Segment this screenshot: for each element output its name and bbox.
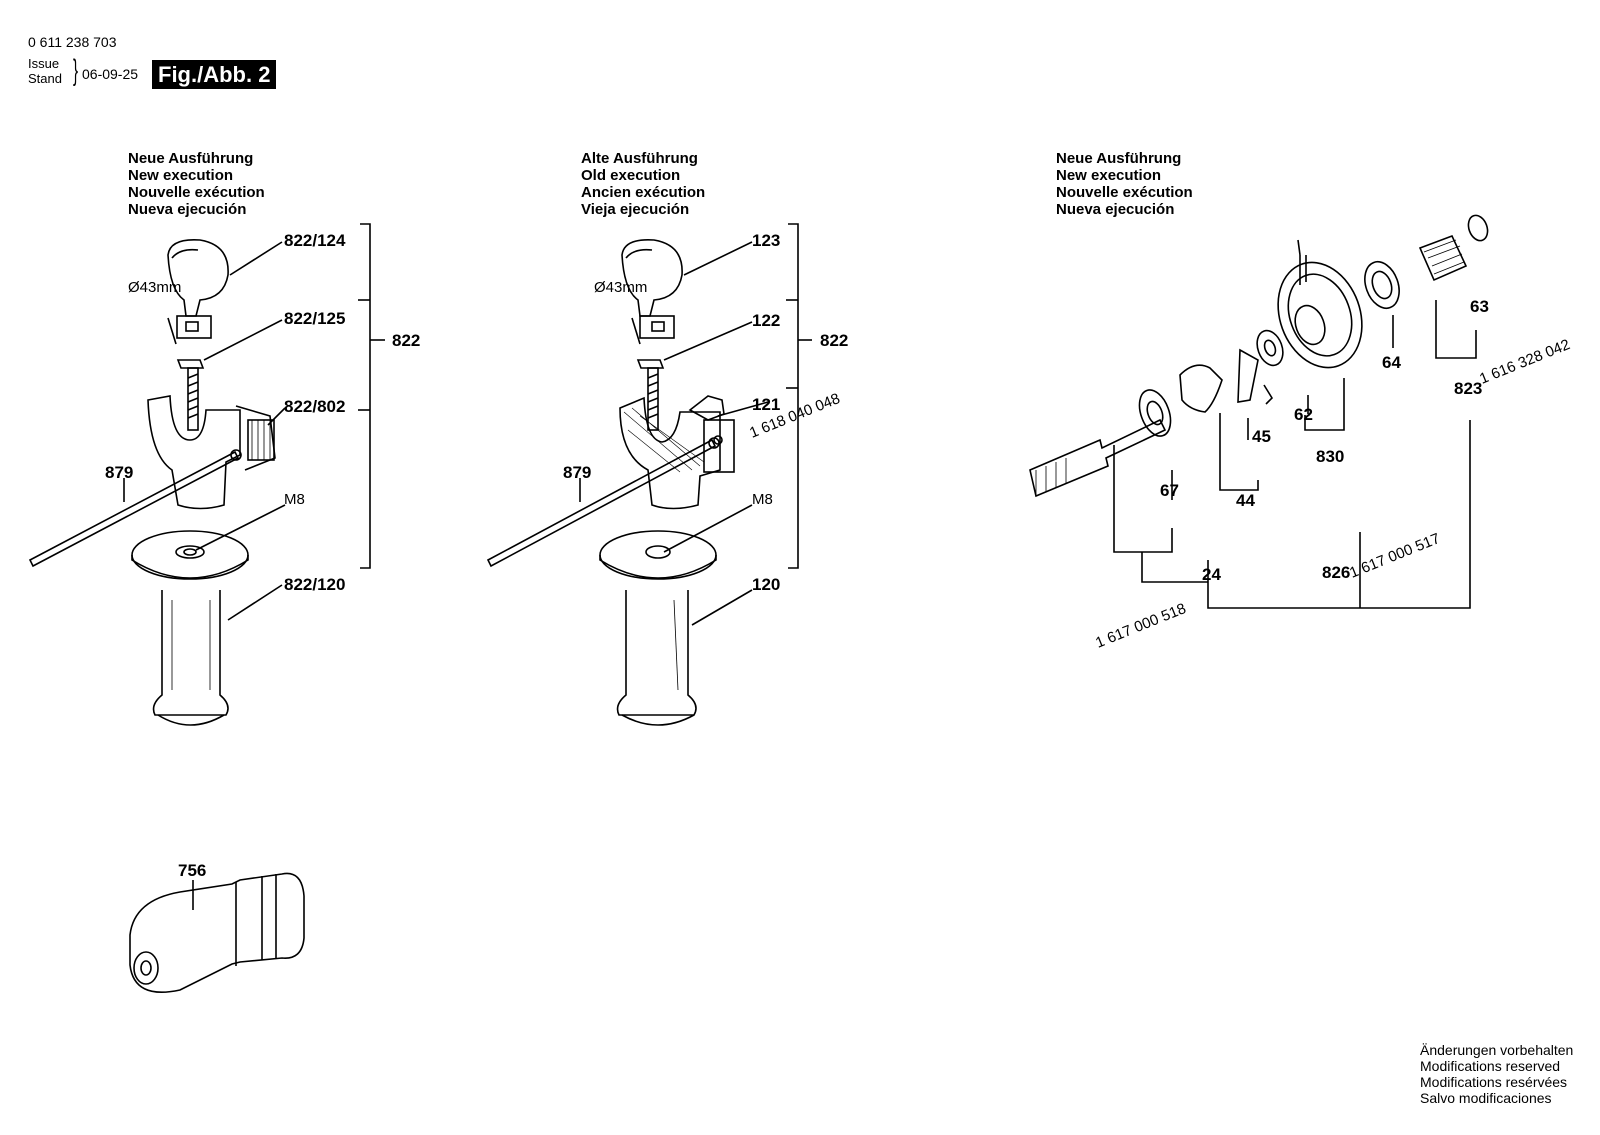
label-822-802: 822/802 [284,397,345,416]
label-823: 823 [1454,379,1482,398]
clamp-band-drawing-old [621,238,683,345]
section-middle-title: Alte Ausführung Old execution Ancien exé… [581,150,705,218]
label-44: 44 [1236,491,1255,510]
depth-rod-drawing-old [486,437,720,568]
brace-symbol: } [73,54,79,87]
label-64: 64 [1382,353,1401,372]
label-879: 879 [105,463,133,482]
label-121: 121 [752,395,780,414]
label-63: 63 [1470,297,1489,316]
section-left-title: Neue Ausführung New execution Nouvelle e… [128,150,265,218]
label-123: 123 [752,231,780,250]
exec-line: New execution [1056,167,1162,184]
right-leaders [1113,300,1477,609]
exec-line: Nueva ejecución [1056,201,1175,218]
side-handle-drawing [131,530,249,726]
label-826: 826 [1322,563,1350,582]
bolt-drawing-old [636,359,665,431]
footer-line: Modifications resérvées [1420,1074,1568,1090]
label-45: 45 [1252,427,1271,446]
bearing-830-drawing [1277,239,1363,369]
bolt-drawing [176,359,205,431]
label-m8-old: M8 [752,491,773,508]
gear-63-drawing [1418,214,1489,282]
chuck-756-drawing [129,872,305,994]
holder-body-drawing-old [619,395,735,510]
label-120: 120 [752,575,780,594]
exec-line: Nueva ejecución [128,201,247,218]
left-leaders [123,223,385,621]
part-number: 0 611 238 703 [28,34,117,50]
part-number-1617000517: 1 617 000 517 [1347,530,1442,582]
label-m8: M8 [284,491,305,508]
gear-shaft-drawing [1029,418,1167,498]
left-assembly [28,223,385,726]
label-756: 756 [178,861,206,880]
label-24: 24 [1202,565,1221,584]
label-822-125: 822/125 [284,309,345,328]
figure-label: Fig./Abb. 2 [152,60,277,89]
bushing-62-drawing [1256,329,1284,367]
label-830: 830 [1316,447,1344,466]
footer-line: Salvo modificaciones [1420,1090,1552,1106]
label-62: 62 [1294,405,1313,424]
section-right-title: Neue Ausführung New execution Nouvelle e… [1056,150,1193,218]
side-handle-drawing-old [599,530,717,726]
lever-44-drawing [1179,348,1274,413]
part-number-1616328042: 1 616 328 042 [1477,336,1572,388]
label-67: 67 [1160,481,1179,500]
exec-line: Nouvelle exécution [128,184,265,201]
label-diameter-43-old: Ø43mm [594,279,647,296]
label-122: 122 [752,311,780,330]
depth-rod-drawing [28,449,242,568]
part-number-1617000518: 1 617 000 518 [1093,600,1188,652]
issue-stand-labels: Issue Stand [28,56,62,86]
exec-line: Nouvelle exécution [1056,184,1193,201]
label-822-120: 822/120 [284,575,345,594]
exec-line: Old execution [581,167,681,184]
exec-line: Neue Ausführung [128,150,254,167]
modifications-note: Änderungen vorbehalten Modifications res… [1420,1042,1573,1106]
label-822-old: 822 [820,331,848,350]
right-assembly [1029,214,1489,609]
exec-line: Neue Ausführung [1056,150,1182,167]
label-822: 822 [392,331,420,350]
label-diameter-43: Ø43mm [128,279,181,296]
holder-body-drawing [147,395,276,510]
footer-line: Modifications reserved [1420,1058,1561,1074]
issue-date: 06-09-25 [82,66,139,82]
footer-line: Änderungen vorbehalten [1420,1042,1574,1058]
ring-67-drawing [1138,389,1172,437]
exec-line: Vieja ejecución [581,201,690,218]
exec-line: Alte Ausführung [581,150,698,167]
clamp-band-drawing [167,238,229,345]
middle-assembly [486,223,812,726]
middle-leaders [579,223,812,626]
label-879-old: 879 [563,463,591,482]
issue-label: Issue [28,56,60,71]
label-822-124: 822/124 [284,231,346,250]
stand-label: Stand [28,71,62,86]
exec-line: New execution [128,167,234,184]
needle-bearing-64-drawing [1364,260,1400,310]
exec-line: Ancien exécution [581,184,706,201]
